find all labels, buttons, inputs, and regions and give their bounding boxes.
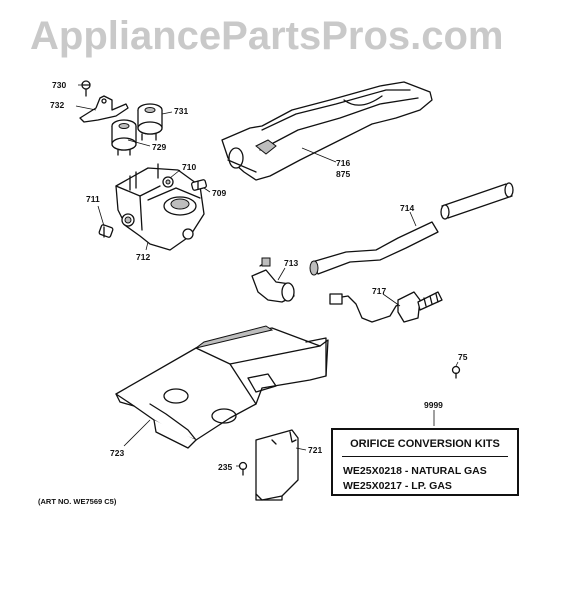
callout-721: 721 <box>308 445 322 455</box>
callout-235: 235 <box>218 462 232 472</box>
callout-713: 713 <box>284 258 298 268</box>
callout-711: 711 <box>86 194 100 204</box>
part-730-screw[interactable] <box>81 80 91 97</box>
leader-lines <box>75 84 459 467</box>
callout-712: 712 <box>136 252 150 262</box>
callout-716: 716 <box>336 158 350 168</box>
callout-714: 714 <box>400 203 414 213</box>
callout-9999: 9999 <box>424 400 443 410</box>
part-714-tube[interactable] <box>309 182 514 276</box>
part-75-screw[interactable] <box>451 365 461 379</box>
part-712-gas-valve[interactable] <box>115 163 205 251</box>
callout-729: 729 <box>152 142 166 152</box>
part-713-elbow[interactable] <box>251 257 295 303</box>
kit-lp-gas: WE25X0217 - LP. GAS <box>343 480 452 492</box>
kit-natural-gas: WE25X0218 - NATURAL GAS <box>343 465 487 477</box>
callout-labels: 730 732 731 729 710 709 711 712 716 875 … <box>50 80 468 472</box>
part-723-bracket[interactable] <box>115 325 329 449</box>
callout-730: 730 <box>52 80 66 90</box>
part-732-bracket[interactable] <box>79 95 129 123</box>
orifice-kits-divider <box>342 456 508 457</box>
part-710-fitting[interactable] <box>162 176 174 188</box>
callout-875: 875 <box>336 169 350 179</box>
callout-709: 709 <box>212 188 226 198</box>
part-717-igniter[interactable] <box>329 291 443 323</box>
part-711-fitting[interactable] <box>98 224 114 238</box>
orifice-kits-title: ORIFICE CONVERSION KITS <box>350 438 500 450</box>
callout-710: 710 <box>182 162 196 172</box>
part-721-shield[interactable] <box>255 429 299 501</box>
part-729-coil[interactable] <box>111 119 137 156</box>
callout-723: 723 <box>110 448 124 458</box>
callout-732: 732 <box>50 100 64 110</box>
art-number: (ART NO. WE7569 C5) <box>38 497 117 506</box>
part-716-burner-cover[interactable] <box>221 81 433 181</box>
callout-717: 717 <box>372 286 386 296</box>
part-235-screw[interactable] <box>238 461 248 476</box>
watermark-logo: AppliancePartsPros.com <box>30 14 504 58</box>
part-731-coil[interactable] <box>137 103 163 141</box>
part-709-fitting[interactable] <box>191 179 207 191</box>
callout-731: 731 <box>174 106 188 116</box>
callout-75: 75 <box>458 352 468 362</box>
orifice-kits-box: ORIFICE CONVERSION KITS WE25X0218 - NATU… <box>331 428 519 496</box>
